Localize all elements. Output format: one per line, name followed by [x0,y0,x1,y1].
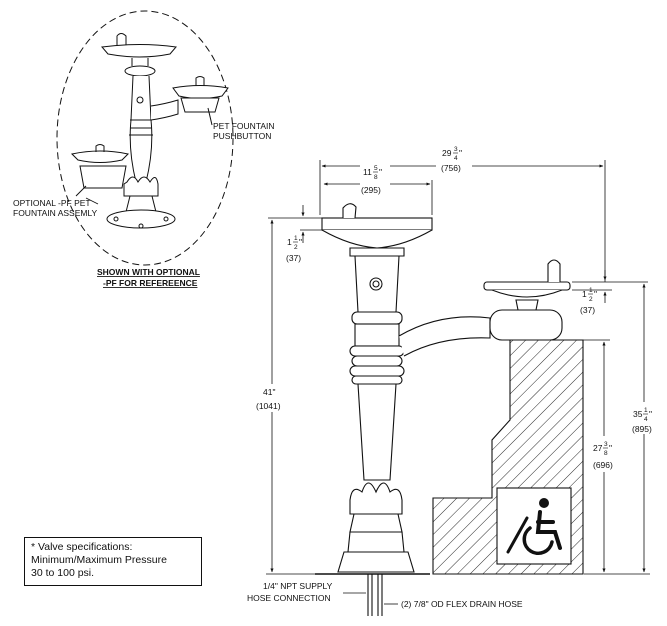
svg-text:(37): (37) [286,253,301,263]
shown-with-title-2: -PF FOR REFEREENCE [103,278,198,288]
connecting-arm [398,316,491,357]
svg-text:27: 27 [593,443,603,453]
note-line-1: * Valve specifications: [31,541,133,553]
svg-text:1: 1 [589,287,593,294]
svg-text:4: 4 [454,155,458,162]
optional-pf-label-1: OPTIONAL -PF PET [13,198,91,208]
svg-text:8: 8 [374,174,378,181]
svg-text:1: 1 [287,237,292,247]
svg-text:(1041): (1041) [256,401,281,411]
svg-text:(295): (295) [361,185,381,195]
svg-text:(37): (37) [580,305,595,315]
valve-spec-note: * Valve specifications: Minimum/Maximum … [24,537,202,586]
dim-bowl-depth-left: 1 1 2 " (37) [286,235,302,263]
optional-pf-label-2: FOUNTAIN ASSEMLY [13,208,98,218]
svg-text:1: 1 [294,235,298,242]
right-bubbler [547,259,561,282]
svg-text:4: 4 [644,416,648,423]
note-line-2: Minimum/Maximum Pressure [31,554,167,566]
svg-text:(756): (756) [441,163,461,173]
svg-text:": " [594,289,597,299]
dim-height-41: 41" (1041) [256,384,290,412]
svg-text:11: 11 [363,167,372,177]
left-bowl-rim [321,217,433,231]
left-bubbler [342,203,357,219]
svg-text:1: 1 [582,289,587,299]
svg-text:3: 3 [604,441,608,448]
foliage-capital [349,482,403,515]
svg-text:": " [609,443,612,453]
svg-text:29: 29 [442,148,452,158]
svg-text:(696): (696) [593,460,613,470]
right-bowl-rim [483,281,571,291]
pet-pushbutton-label-2: PUSHBUTTON [213,131,271,141]
dim-width-total: 29 3 4 " (756) [436,143,472,173]
svg-text:": " [379,167,382,177]
svg-text:8: 8 [604,450,608,457]
shown-with-title-1: SHOWN WITH OPTIONAL [97,267,200,277]
wheelchair-icon [506,498,562,556]
pet-pushbutton-label-1: PET FOUNTAIN [213,121,275,131]
svg-text:3: 3 [454,146,458,153]
inset-reference-view [56,10,234,266]
svg-text:": " [459,148,462,158]
svg-text:5: 5 [374,165,378,172]
svg-text:(895): (895) [632,424,652,434]
supply-callout-2: HOSE CONNECTION [247,593,331,603]
note-line-3: 30 to 100 psi. [31,567,95,579]
dim-bowl-depth-right: 1 1 2 " (37) [580,287,597,315]
svg-text:41": 41" [263,387,275,397]
dim-height-27: 27 3 8 " (696) [590,436,620,472]
svg-text:2: 2 [294,244,298,251]
svg-text:1: 1 [644,407,648,414]
supply-callout-1: 1/4" NPT SUPPLY [263,581,333,591]
svg-text:": " [649,409,652,419]
svg-text:35: 35 [633,409,643,419]
drain-callout: (2) 7/8" OD FLEX DRAIN HOSE [401,599,523,609]
inset-dashed-ellipse [56,10,234,266]
svg-text:": " [299,237,302,247]
svg-text:2: 2 [589,296,593,303]
dim-bowl-width: 11 5 8 " (295) [360,163,390,195]
dim-height-35: 35 1 4 " (895) [630,402,660,434]
optional-pf-leader [85,197,99,205]
